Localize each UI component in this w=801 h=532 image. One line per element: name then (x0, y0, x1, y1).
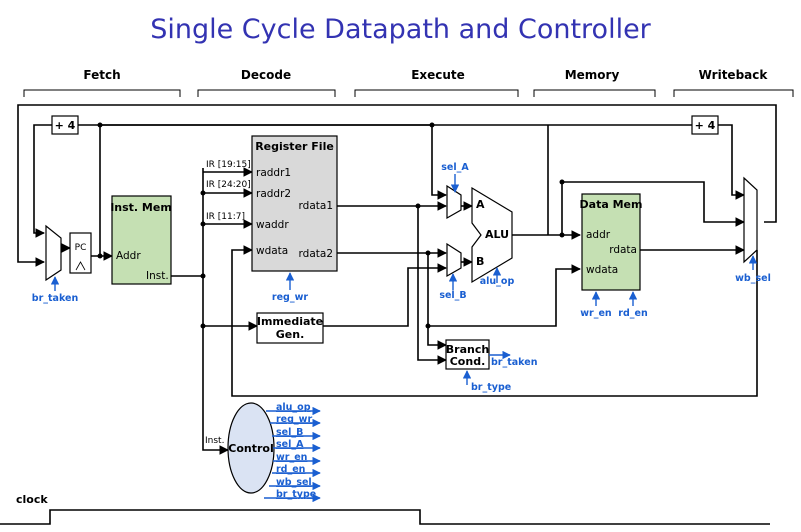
slide-title: Single Cycle Datapath and Controller (150, 14, 651, 45)
alu-input-b: B (476, 255, 484, 268)
alu-input-a: A (476, 198, 485, 211)
data-mem-addr: addr (586, 229, 611, 241)
control-unit: Control (227, 402, 275, 494)
immediate-gen: Immediate Gen. (256, 312, 324, 344)
control-input-label: Inst. (205, 436, 224, 446)
control-title: Control (228, 442, 273, 455)
ctrl-out-br-type: br_type (276, 489, 316, 500)
stage-decode: Decode (197, 68, 336, 97)
register-file-title: Register File (255, 140, 334, 153)
stage-label: Fetch (83, 68, 120, 82)
datapath-wires (17, 104, 777, 455)
imm-gen-line2: Gen. (276, 328, 305, 341)
mux-b (446, 242, 462, 278)
br-taken-signal: br_taken (491, 357, 538, 368)
reg-wr-signal: reg_wr (272, 292, 308, 303)
branch-line2: Cond. (450, 355, 486, 368)
adder-left-label: + 4 (55, 119, 76, 132)
ctrl-out-wr-en: wr_en (276, 452, 308, 463)
inst-mem: Inst. Mem Addr Inst. (110, 195, 172, 285)
wb-sel-signal: wb_sel (735, 273, 771, 284)
rf-wdata: wdata (256, 245, 288, 257)
ir-field-rs1: IR [19:15] (206, 160, 251, 170)
mux-a (446, 184, 462, 220)
control-outputs: alu_op reg_wr sel_B sel_A wr_en rd_en wb… (264, 402, 321, 503)
branch-cond: Branch Cond. (445, 339, 490, 370)
ctrl-out-sel-b: sel_B (276, 427, 303, 438)
rf-rdata2: rdata2 (299, 248, 333, 260)
pc-register: PC (69, 232, 92, 274)
ctrl-out-reg-wr: reg_wr (276, 414, 312, 425)
data-mem: Data Mem addr rdata wdata (580, 193, 643, 291)
rf-waddr: waddr (256, 219, 289, 231)
clock-waveform (0, 509, 770, 525)
stage-label: Execute (411, 68, 465, 82)
alu: ALU A B (471, 186, 513, 284)
stage-memory: Memory (533, 68, 656, 97)
inst-mem-addr: Addr (116, 250, 141, 262)
branch-line1: Branch (446, 343, 489, 356)
rf-raddr2: raddr2 (256, 188, 291, 200)
ctrl-out-wb-sel: wb_sel (276, 477, 312, 488)
ctrl-out-sel-a: sel_A (276, 439, 304, 450)
stage-label: Decode (241, 68, 291, 82)
clock-label: clock (16, 493, 48, 506)
register-file: Register File raddr1 raddr2 waddr wdata … (251, 135, 338, 272)
wb-mux (743, 176, 758, 264)
stage-label: Memory (565, 68, 620, 82)
rf-rdata1: rdata1 (299, 200, 333, 212)
br-taken-pc-signal: br_taken (32, 293, 79, 304)
sel-b-signal: sel_B (439, 290, 466, 301)
inst-mem-title: Inst. Mem (110, 201, 172, 214)
data-mem-rdata: rdata (609, 244, 637, 256)
rd-en-signal: rd_en (618, 308, 648, 319)
adder-left: + 4 (51, 115, 79, 135)
ir-field-rs2: IR [24:20] (206, 180, 251, 190)
ir-field-rd: IR [11:7] (206, 212, 245, 222)
stage-execute: Execute (354, 68, 519, 97)
br-type-signal: br_type (471, 382, 511, 393)
stage-fetch: Fetch (23, 68, 181, 97)
data-mem-title: Data Mem (580, 198, 643, 211)
wr-en-signal: wr_en (580, 308, 612, 319)
inst-mem-inst: Inst. (146, 270, 169, 282)
adder-right-label: + 4 (695, 119, 716, 132)
pc-mux (45, 224, 62, 282)
pc-label: PC (75, 243, 87, 253)
adder-right: + 4 (691, 115, 719, 135)
data-mem-wdata: wdata (586, 264, 618, 276)
alu-op-signal: alu_op (480, 276, 515, 287)
stage-label: Writeback (699, 68, 769, 82)
rf-raddr1: raddr1 (256, 167, 291, 179)
stage-writeback: Writeback (673, 68, 794, 97)
alu-title: ALU (485, 228, 509, 241)
sel-a-signal: sel_A (441, 162, 469, 173)
imm-gen-line1: Immediate (257, 315, 323, 328)
ctrl-out-rd-en: rd_en (276, 464, 306, 475)
ctrl-out-alu-op: alu_op (276, 402, 311, 413)
